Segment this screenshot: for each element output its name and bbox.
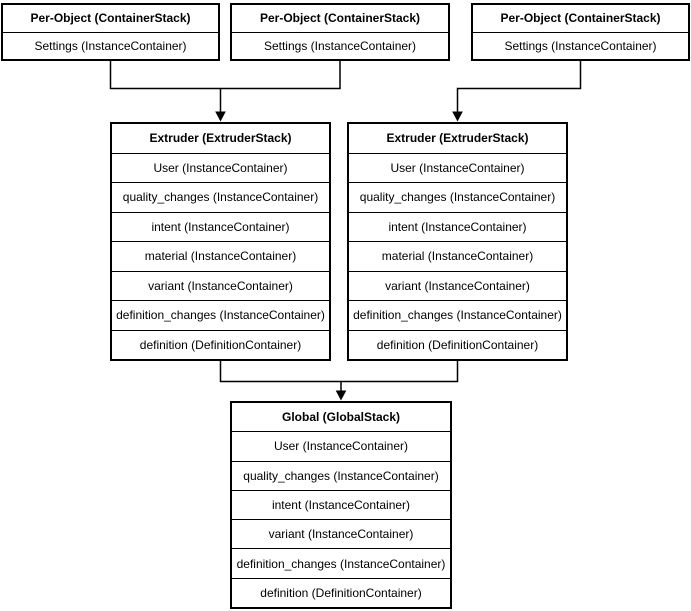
per-object-stack-box-2: Per-Object (ContainerStack) Settings (In… — [230, 3, 450, 61]
container-row: definition_changes (InstanceContainer) — [232, 548, 450, 577]
container-row: User (InstanceContainer) — [349, 152, 566, 183]
stack-header: Extruder (ExtruderStack) — [149, 131, 292, 146]
extruder-stack-box-1: Extruder (ExtruderStack) User (InstanceC… — [110, 122, 331, 361]
container-row: definition (DefinitionContainer) — [349, 329, 566, 360]
extruder-stack-box-2: Extruder (ExtruderStack) User (InstanceC… — [347, 122, 568, 361]
stack-header: Per-Object (ContainerStack) — [30, 11, 191, 26]
container-row: variant (InstanceContainer) — [232, 519, 450, 548]
container-row: intent (InstanceContainer) — [112, 211, 329, 242]
connector-extruders-bracket — [219, 361, 459, 383]
container-row: material (InstanceContainer) — [112, 241, 329, 271]
arrowhead-to-global — [335, 390, 347, 401]
container-row: quality_changes (InstanceContainer) — [232, 460, 450, 490]
container-row: User (InstanceContainer) — [232, 431, 450, 460]
connector-perobject12-bracket — [109, 61, 341, 90]
container-row: definition (DefinitionContainer) — [112, 329, 329, 360]
stack-header: Per-Object (ContainerStack) — [500, 11, 661, 26]
container-row: variant (InstanceContainer) — [112, 270, 329, 301]
container-row: Settings (InstanceContainer) — [3, 31, 218, 60]
container-row: intent (InstanceContainer) — [232, 489, 450, 519]
stack-header: Global (GlobalStack) — [281, 410, 401, 425]
stack-header: Extruder (ExtruderStack) — [386, 131, 529, 146]
container-row: definition_changes (InstanceContainer) — [112, 300, 329, 330]
container-row: quality_changes (InstanceContainer) — [112, 182, 329, 212]
global-stack-box: Global (GlobalStack) User (InstanceConta… — [230, 401, 452, 609]
container-row: User (InstanceContainer) — [112, 152, 329, 183]
stack-header: Per-Object (ContainerStack) — [259, 11, 421, 26]
container-row: Settings (InstanceContainer) — [232, 31, 448, 60]
per-object-stack-box-1: Per-Object (ContainerStack) Settings (In… — [1, 3, 220, 61]
arrowhead-to-extruder-1 — [215, 111, 226, 122]
container-row: intent (InstanceContainer) — [349, 211, 566, 242]
per-object-stack-box-3: Per-Object (ContainerStack) Settings (In… — [471, 3, 690, 61]
container-row: material (InstanceContainer) — [349, 241, 566, 271]
arrowhead-to-extruder-2 — [452, 111, 463, 122]
container-row: definition (DefinitionContainer) — [232, 577, 450, 607]
container-row: definition_changes (InstanceContainer) — [349, 300, 566, 330]
connector-perobject3-elbow — [456, 61, 582, 112]
container-row: variant (InstanceContainer) — [349, 270, 566, 301]
container-row: quality_changes (InstanceContainer) — [349, 182, 566, 212]
container-row: Settings (InstanceContainer) — [473, 31, 688, 60]
